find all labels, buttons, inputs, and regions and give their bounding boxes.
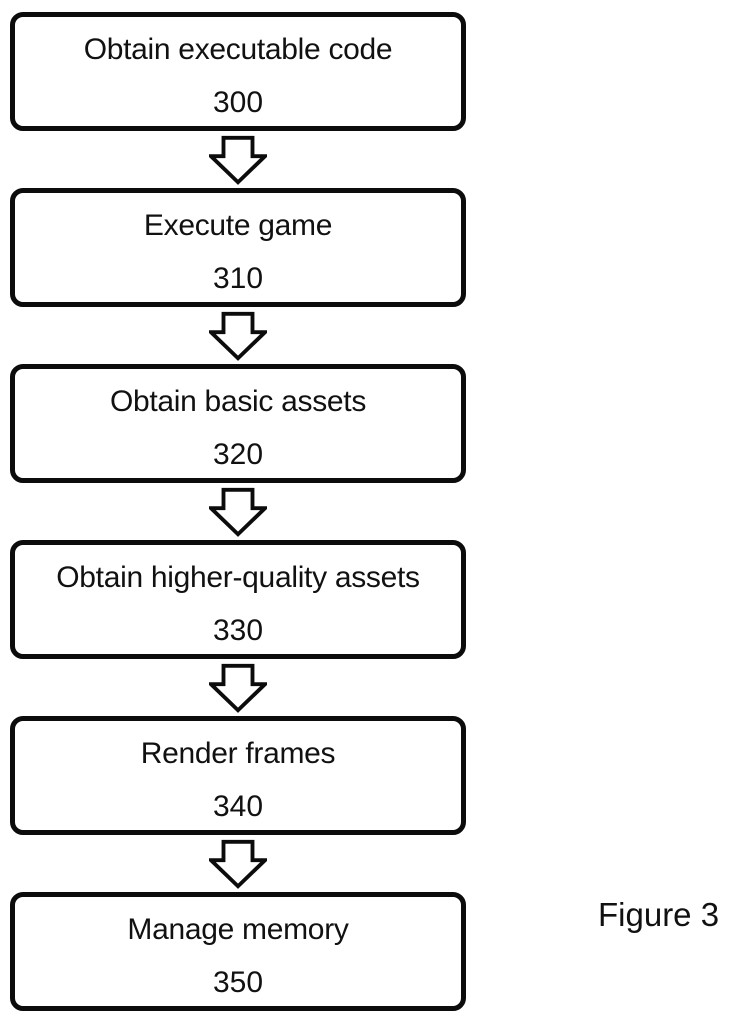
flow-arrow-1 [10,131,466,188]
step-label: Render frames [140,737,336,770]
step-label: Execute game [143,209,333,242]
step-box-obtain-higher-quality-assets: Obtain higher-quality assets 330 [10,540,466,659]
flow-arrow-3 [10,483,466,540]
figure-caption: Figure 3 [598,896,720,933]
step-label: Manage memory [127,913,349,946]
step-number: 350 [212,966,264,999]
down-arrow-icon [209,663,267,713]
step-number: 330 [212,614,264,647]
step-label: Obtain basic assets [109,385,367,418]
flowchart: Obtain executable code 300 Execute game … [10,12,466,1011]
down-arrow-icon [209,487,267,537]
down-arrow-icon [209,839,267,889]
down-arrow-icon [209,311,267,361]
step-label: Obtain executable code [83,33,393,66]
flow-arrow-2 [10,307,466,364]
step-label: Obtain higher-quality assets [56,561,420,594]
step-number: 340 [212,790,264,823]
step-box-render-frames: Render frames 340 [10,716,466,835]
flow-arrow-4 [10,659,466,716]
step-box-obtain-executable-code: Obtain executable code 300 [10,12,466,131]
step-number: 320 [212,438,264,471]
step-number: 310 [212,262,264,295]
down-arrow-icon [209,135,267,185]
flow-arrow-5 [10,835,466,892]
step-number: 300 [212,86,264,119]
step-box-execute-game: Execute game 310 [10,188,466,307]
step-box-obtain-basic-assets: Obtain basic assets 320 [10,364,466,483]
step-box-manage-memory: Manage memory 350 [10,892,466,1011]
